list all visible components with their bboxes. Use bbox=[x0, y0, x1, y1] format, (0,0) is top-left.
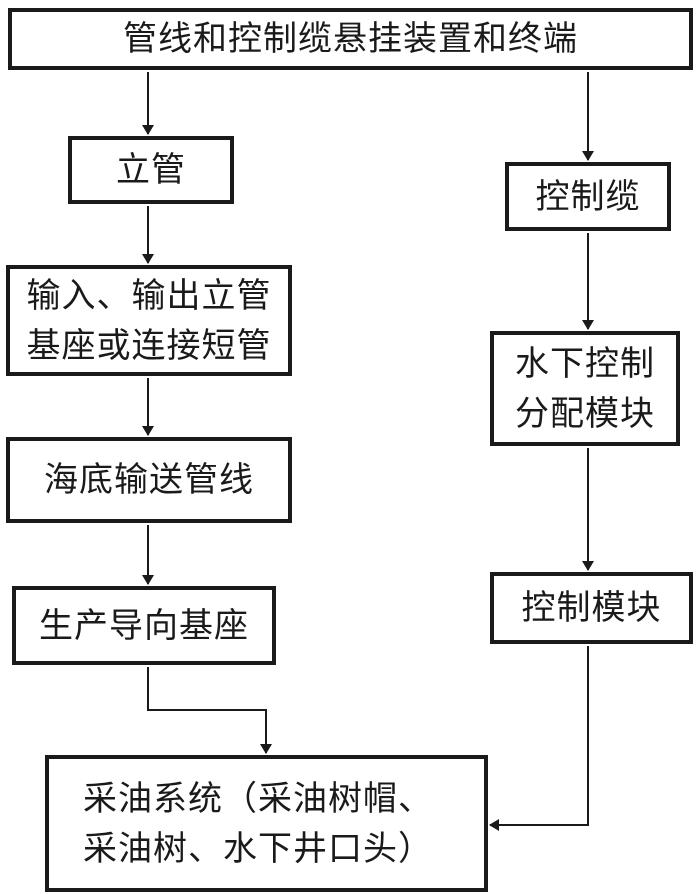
node-riser-base: 输入、输出立管 基座或连接短管 bbox=[6, 265, 292, 376]
node-control-cable: 控制缆 bbox=[505, 162, 671, 231]
arrow-guide-to-production bbox=[147, 667, 272, 754]
node-label: 输入、输出立管 基座或连接短管 bbox=[26, 275, 272, 366]
node-hanging-device-and-terminal: 管线和控制缆悬挂装置和终端 bbox=[8, 8, 693, 70]
node-subsea-pipeline: 海底输送管线 bbox=[6, 437, 292, 523]
arrow-control-to-production bbox=[489, 646, 589, 831]
node-subsea-control-distribution-module: 水下控制 分配模块 bbox=[490, 331, 680, 446]
node-label: 立管 bbox=[116, 150, 186, 190]
node-production-guide-base: 生产导向基座 bbox=[12, 586, 276, 665]
node-label: 采油系统（采油树帽、 采油树、水下井口头） bbox=[83, 778, 433, 869]
node-control-module: 控制模块 bbox=[490, 572, 693, 644]
node-riser: 立管 bbox=[68, 136, 234, 204]
node-label: 水下控制 分配模块 bbox=[515, 343, 655, 434]
node-label: 控制缆 bbox=[535, 176, 641, 217]
node-label: 生产导向基座 bbox=[39, 605, 249, 646]
node-label: 海底输送管线 bbox=[44, 460, 254, 500]
node-production-system: 采油系统（采油树帽、 采油树、水下井口头） bbox=[45, 755, 488, 892]
node-label: 管线和控制缆悬挂装置和终端 bbox=[123, 19, 578, 59]
node-label: 控制模块 bbox=[521, 588, 662, 628]
